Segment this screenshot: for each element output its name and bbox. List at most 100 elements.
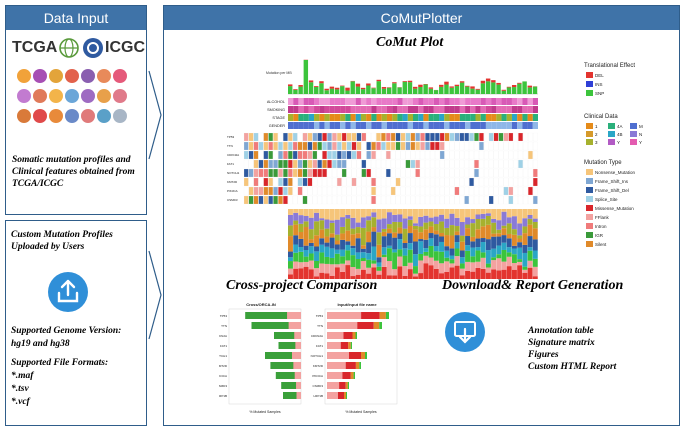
mutation-cell <box>366 168 372 178</box>
legend-swatch <box>630 139 637 145</box>
signature-segment <box>402 228 408 241</box>
mutation-cell <box>248 132 254 142</box>
signature-segment <box>308 217 314 230</box>
mutation-cell <box>439 195 445 205</box>
burden-bar <box>444 81 449 85</box>
signature-segment <box>360 245 366 249</box>
mutation-cell <box>459 195 465 205</box>
signature-segment <box>360 261 366 270</box>
burden-bar <box>298 86 303 94</box>
signature-segment <box>407 216 413 220</box>
clinical-cell <box>491 98 497 105</box>
legend-swatch <box>586 178 593 184</box>
signature-segment <box>371 209 377 213</box>
burden-bar <box>371 88 376 94</box>
signature-segment <box>532 218 538 222</box>
signature-segment <box>334 209 340 220</box>
cross-gene-label: CSMD3 <box>219 384 227 388</box>
signature-segment <box>324 228 330 237</box>
mutation-cell <box>278 186 283 196</box>
clinical-legend-title: Clinical Data <box>584 114 618 120</box>
mutation-cell <box>327 132 332 142</box>
upload-title: Custom Mutation Profiles Uploaded by Use… <box>11 230 113 252</box>
clinical-cell <box>480 122 486 129</box>
clinical-cell <box>350 114 356 121</box>
burden-bar <box>329 88 335 94</box>
mutation-legend-item: Intron <box>586 223 607 229</box>
burden-bar <box>381 87 387 89</box>
signature-segment <box>418 209 424 217</box>
clinical-cell <box>480 106 486 113</box>
mutation-cell <box>390 186 396 196</box>
mutation-cell <box>283 177 288 187</box>
mutation-cell <box>390 177 396 187</box>
mutation-cell <box>464 159 470 169</box>
signature-segment <box>314 246 319 252</box>
signature-segment <box>371 267 377 279</box>
signature-segment <box>522 233 528 245</box>
mutation-cell <box>273 177 278 187</box>
clinical-cell <box>470 106 476 113</box>
signature-segment <box>501 269 507 279</box>
signature-segment <box>511 248 517 255</box>
burden-bar <box>511 87 517 94</box>
mutation-cell <box>449 159 455 169</box>
signature-segment <box>407 262 413 270</box>
signature-segment <box>386 233 392 246</box>
cross-project-title: Cross-project Comparison <box>226 278 378 293</box>
signature-segment <box>340 217 346 227</box>
burden-bar <box>371 87 376 89</box>
mutation-cell <box>287 168 293 178</box>
legend-label: 2 <box>595 131 598 137</box>
signature-segment <box>491 248 497 258</box>
signature-segment <box>329 233 335 238</box>
clinical-cell <box>449 106 455 113</box>
burden-bar <box>439 86 444 94</box>
signature-segment <box>308 229 314 240</box>
clinical-cell <box>366 114 372 121</box>
mutation-cell <box>371 159 376 169</box>
signature-segment <box>314 268 319 277</box>
signature-segment <box>402 240 408 243</box>
signature-segment <box>402 255 408 267</box>
mutation-cell <box>454 186 460 196</box>
mutation-cell <box>366 159 372 169</box>
mutation-cell <box>317 168 323 178</box>
cross-bar <box>355 332 357 339</box>
signature-segment <box>439 273 444 279</box>
clinical-cell <box>402 114 408 121</box>
clinical-cell <box>491 106 497 113</box>
upload-icon[interactable] <box>47 271 89 313</box>
mutation-cell <box>484 132 489 142</box>
download-report-icon[interactable] <box>444 311 486 353</box>
mutation-cell <box>488 195 494 205</box>
clinical-cell <box>293 98 299 105</box>
signature-segment <box>527 236 533 248</box>
clinical-cell <box>376 106 382 113</box>
legend-label: IGR <box>595 232 604 238</box>
gene-label: TTN <box>227 144 233 148</box>
legend-label: Y <box>639 139 643 145</box>
mutation-cell <box>420 132 425 142</box>
signature-segment <box>355 227 361 234</box>
mutation-cell <box>513 150 519 160</box>
signature-segment <box>303 250 309 257</box>
mutation-cell <box>523 150 528 160</box>
signature-segment <box>517 261 523 266</box>
signature-segment <box>392 237 398 250</box>
signature-segment <box>449 248 455 256</box>
signature-segment <box>329 220 335 223</box>
burden-bar <box>506 86 512 88</box>
clinical-cell <box>532 98 538 105</box>
mutation-cell <box>479 141 484 151</box>
signature-segment <box>303 245 309 251</box>
mutation-cell <box>341 195 347 205</box>
mutation-cell <box>508 150 514 160</box>
mutation-cell <box>395 150 401 160</box>
signature-segment <box>334 249 340 254</box>
mutation-cell <box>420 195 425 205</box>
mutation-cell <box>381 141 386 151</box>
signature-segment <box>418 226 424 233</box>
clinical-cell <box>303 98 309 105</box>
signature-segment <box>454 248 460 257</box>
